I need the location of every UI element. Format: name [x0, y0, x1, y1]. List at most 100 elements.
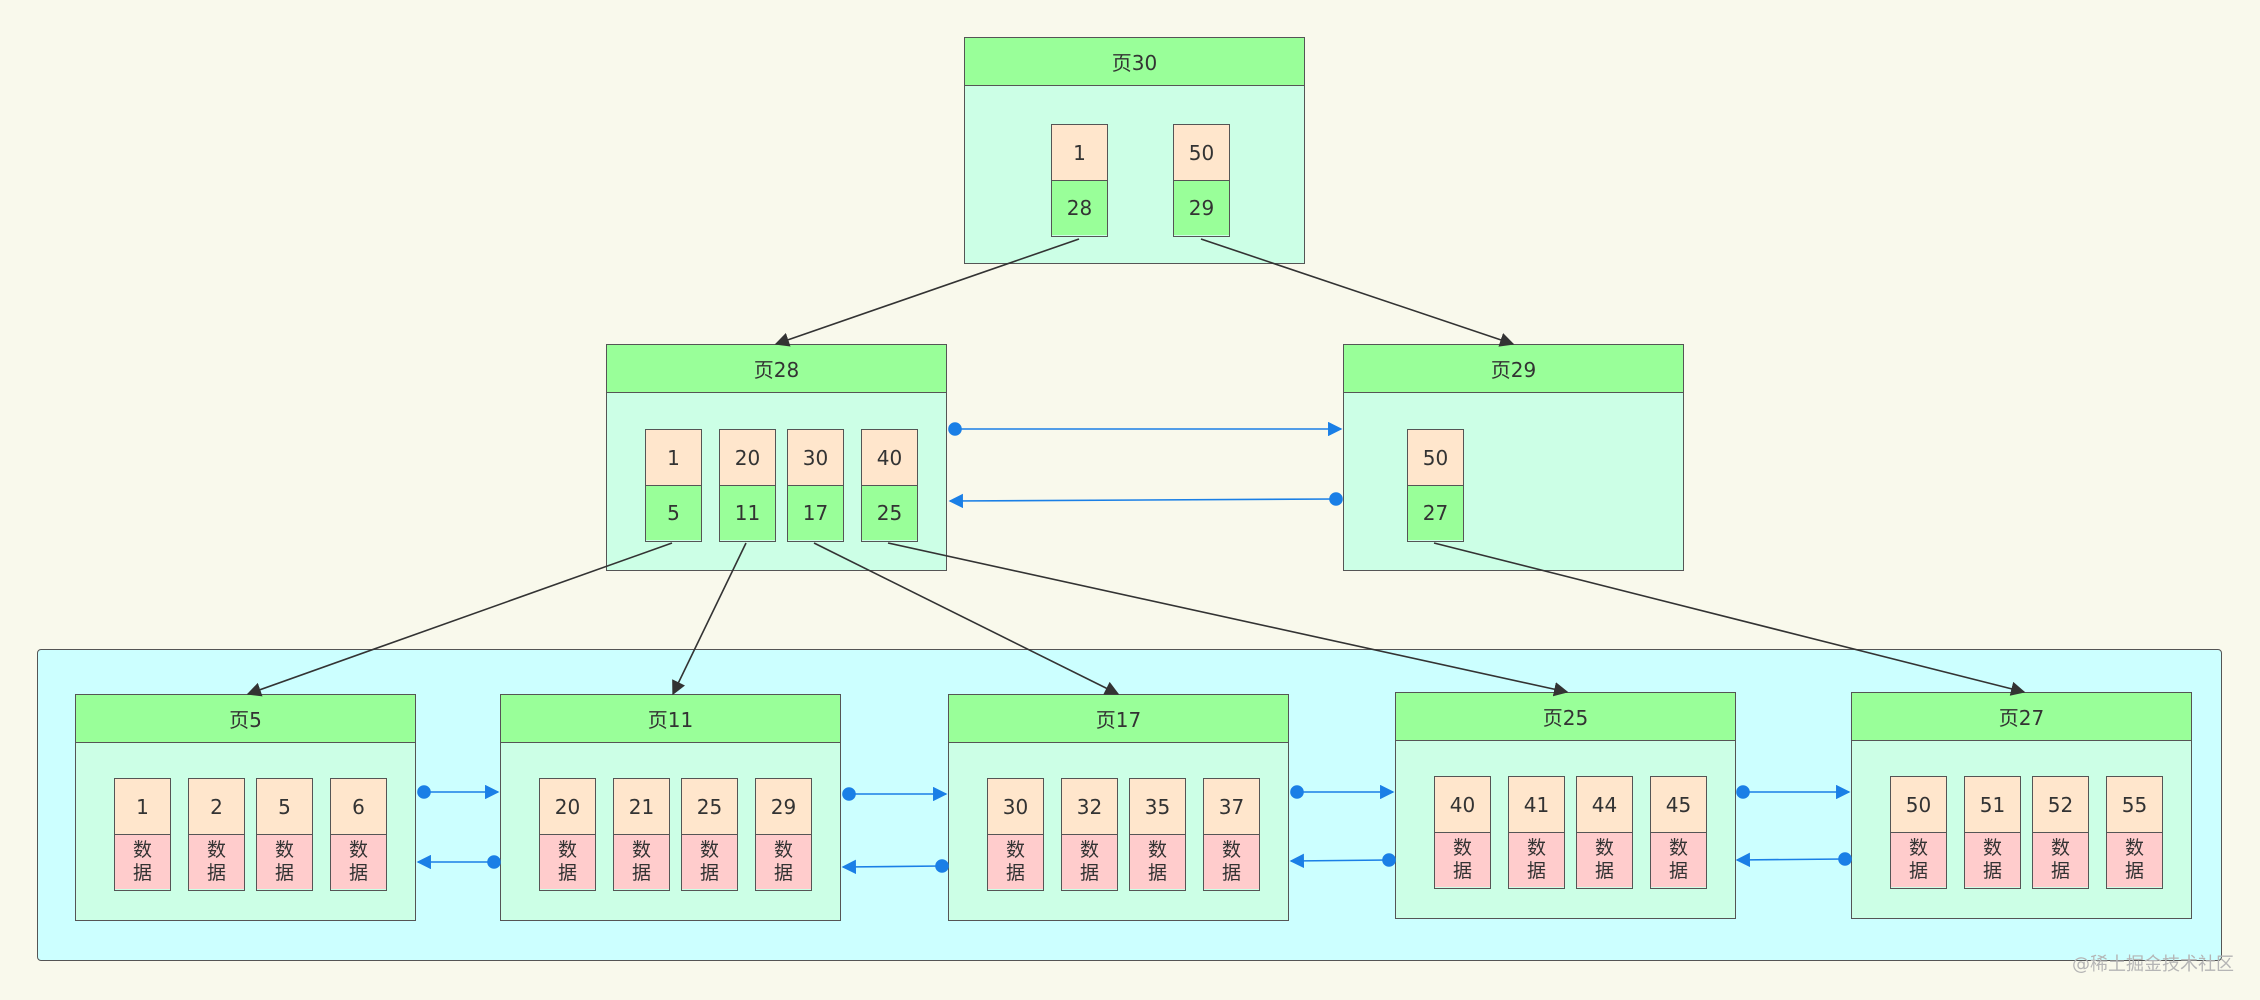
- index-record: 1 5: [645, 429, 702, 542]
- record-key: 41: [1509, 777, 1564, 833]
- page-title: 页25: [1396, 693, 1735, 741]
- data-record: 51 数据: [1964, 776, 2021, 889]
- record-key: 40: [862, 430, 917, 486]
- record-data: 数据: [1509, 833, 1564, 887]
- record-data: 数据: [331, 835, 386, 889]
- data-record: 25 数据: [681, 778, 738, 891]
- page-title: 页17: [949, 695, 1288, 743]
- record-pointer: 29: [1174, 181, 1229, 235]
- index-record: 50 27: [1407, 429, 1464, 542]
- record-key: 21: [614, 779, 669, 835]
- record-key: 51: [1965, 777, 2020, 833]
- record-key: 20: [540, 779, 595, 835]
- leaf-page: 页17 30 数据 32 数据 35 数据 37 数据: [948, 694, 1289, 921]
- record-key: 37: [1204, 779, 1259, 835]
- record-key: 5: [257, 779, 312, 835]
- record-data: 数据: [2107, 833, 2162, 887]
- record-data: 数据: [257, 835, 312, 889]
- leaf-page: 页5 1 数据 2 数据 5 数据 6 数据: [75, 694, 416, 921]
- index-record: 20 11: [719, 429, 776, 542]
- record-key: 45: [1651, 777, 1706, 833]
- data-record: 45 数据: [1650, 776, 1707, 889]
- index-record: 50 29: [1173, 124, 1230, 237]
- data-record: 2 数据: [188, 778, 245, 891]
- record-data: 数据: [1891, 833, 1946, 887]
- record-data: 数据: [115, 835, 170, 889]
- internal-page: 页28 1 5 20 11 30 17 40 25: [606, 344, 947, 571]
- data-record: 35 数据: [1129, 778, 1186, 891]
- data-record: 30 数据: [987, 778, 1044, 891]
- page-title: 页27: [1852, 693, 2191, 741]
- page-title: 页28: [607, 345, 946, 393]
- record-key: 55: [2107, 777, 2162, 833]
- record-data: 数据: [614, 835, 669, 889]
- record-pointer: 28: [1052, 181, 1107, 235]
- record-key: 50: [1174, 125, 1229, 181]
- record-key: 50: [1408, 430, 1463, 486]
- data-record: 20 数据: [539, 778, 596, 891]
- data-record: 50 数据: [1890, 776, 1947, 889]
- record-key: 50: [1891, 777, 1946, 833]
- record-key: 30: [788, 430, 843, 486]
- page-title: 页5: [76, 695, 415, 743]
- record-key: 30: [988, 779, 1043, 835]
- data-record: 52 数据: [2032, 776, 2089, 889]
- record-data: 数据: [682, 835, 737, 889]
- data-record: 41 数据: [1508, 776, 1565, 889]
- data-record: 44 数据: [1576, 776, 1633, 889]
- record-key: 52: [2033, 777, 2088, 833]
- record-key: 1: [115, 779, 170, 835]
- link-start-dot: [1329, 492, 1343, 506]
- watermark: @稀土掘金技术社区: [2072, 954, 2234, 975]
- record-key: 2: [189, 779, 244, 835]
- leaf-page: 页27 50 数据 51 数据 52 数据 55 数据: [1851, 692, 2192, 919]
- record-data: 数据: [189, 835, 244, 889]
- data-record: 5 数据: [256, 778, 313, 891]
- record-key: 6: [331, 779, 386, 835]
- index-record: 1 28: [1051, 124, 1108, 237]
- record-data: 数据: [1651, 833, 1706, 887]
- data-record: 32 数据: [1061, 778, 1118, 891]
- root-page: 页30 1 28 50 29: [964, 37, 1305, 264]
- record-pointer: 27: [1408, 486, 1463, 540]
- data-record: 21 数据: [613, 778, 670, 891]
- internal-page: 页29 50 27: [1343, 344, 1684, 571]
- record-data: 数据: [1204, 835, 1259, 889]
- index-record: 40 25: [861, 429, 918, 542]
- record-pointer: 5: [646, 486, 701, 540]
- data-record: 1 数据: [114, 778, 171, 891]
- record-pointer: 25: [862, 486, 917, 540]
- record-key: 44: [1577, 777, 1632, 833]
- data-record: 37 数据: [1203, 778, 1260, 891]
- record-key: 25: [682, 779, 737, 835]
- data-record: 55 数据: [2106, 776, 2163, 889]
- record-data: 数据: [1577, 833, 1632, 887]
- page-title: 页30: [965, 38, 1304, 86]
- record-key: 20: [720, 430, 775, 486]
- record-key: 40: [1435, 777, 1490, 833]
- record-data: 数据: [540, 835, 595, 889]
- record-key: 35: [1130, 779, 1185, 835]
- record-data: 数据: [1062, 835, 1117, 889]
- page-title: 页29: [1344, 345, 1683, 393]
- record-data: 数据: [2033, 833, 2088, 887]
- record-key: 1: [646, 430, 701, 486]
- link-start-dot: [948, 422, 962, 436]
- record-data: 数据: [1965, 833, 2020, 887]
- leaf-page: 页11 20 数据 21 数据 25 数据 29 数据: [500, 694, 841, 921]
- prev-page-link: [948, 493, 1337, 509]
- data-record: 29 数据: [755, 778, 812, 891]
- record-pointer: 11: [720, 486, 775, 540]
- record-key: 29: [756, 779, 811, 835]
- page-title: 页11: [501, 695, 840, 743]
- data-record: 40 数据: [1434, 776, 1491, 889]
- leaf-page: 页25 40 数据 41 数据 44 数据 45 数据: [1395, 692, 1736, 919]
- record-data: 数据: [1130, 835, 1185, 889]
- record-data: 数据: [756, 835, 811, 889]
- record-pointer: 17: [788, 486, 843, 540]
- data-record: 6 数据: [330, 778, 387, 891]
- record-key: 32: [1062, 779, 1117, 835]
- index-record: 30 17: [787, 429, 844, 542]
- record-data: 数据: [1435, 833, 1490, 887]
